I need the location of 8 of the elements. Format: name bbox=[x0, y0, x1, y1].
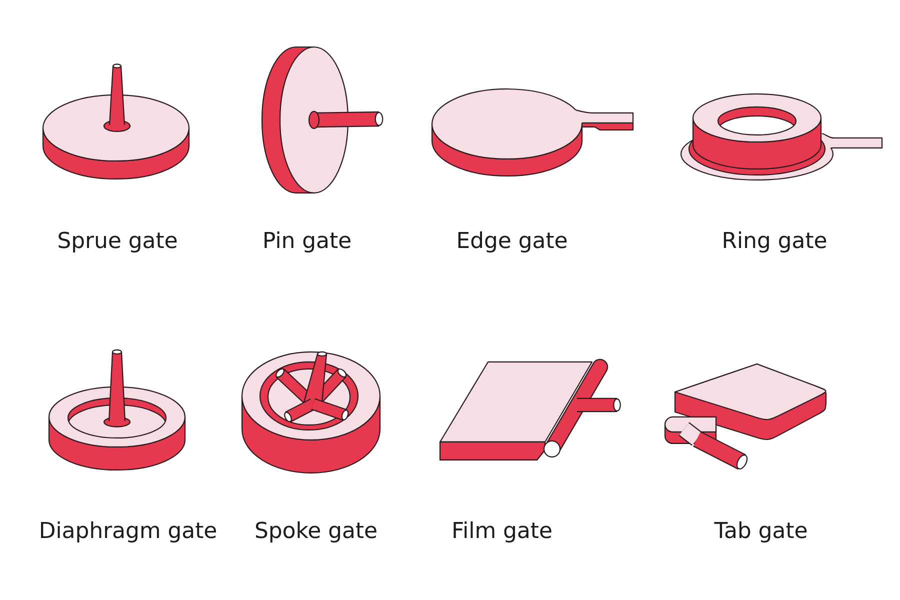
gate-name: Ring gate bbox=[724, 231, 826, 253]
gate-name: Diaphragm gate bbox=[41, 521, 216, 543]
gate-name: Pin gate bbox=[264, 231, 350, 253]
gate-name: Tab gate bbox=[714, 521, 807, 543]
gate-name: Sprue gate bbox=[58, 232, 177, 253]
gate-name: Spoke gate bbox=[256, 521, 376, 543]
gate-name: Edge gate bbox=[458, 231, 567, 253]
gate-name: Film gate bbox=[454, 521, 552, 543]
